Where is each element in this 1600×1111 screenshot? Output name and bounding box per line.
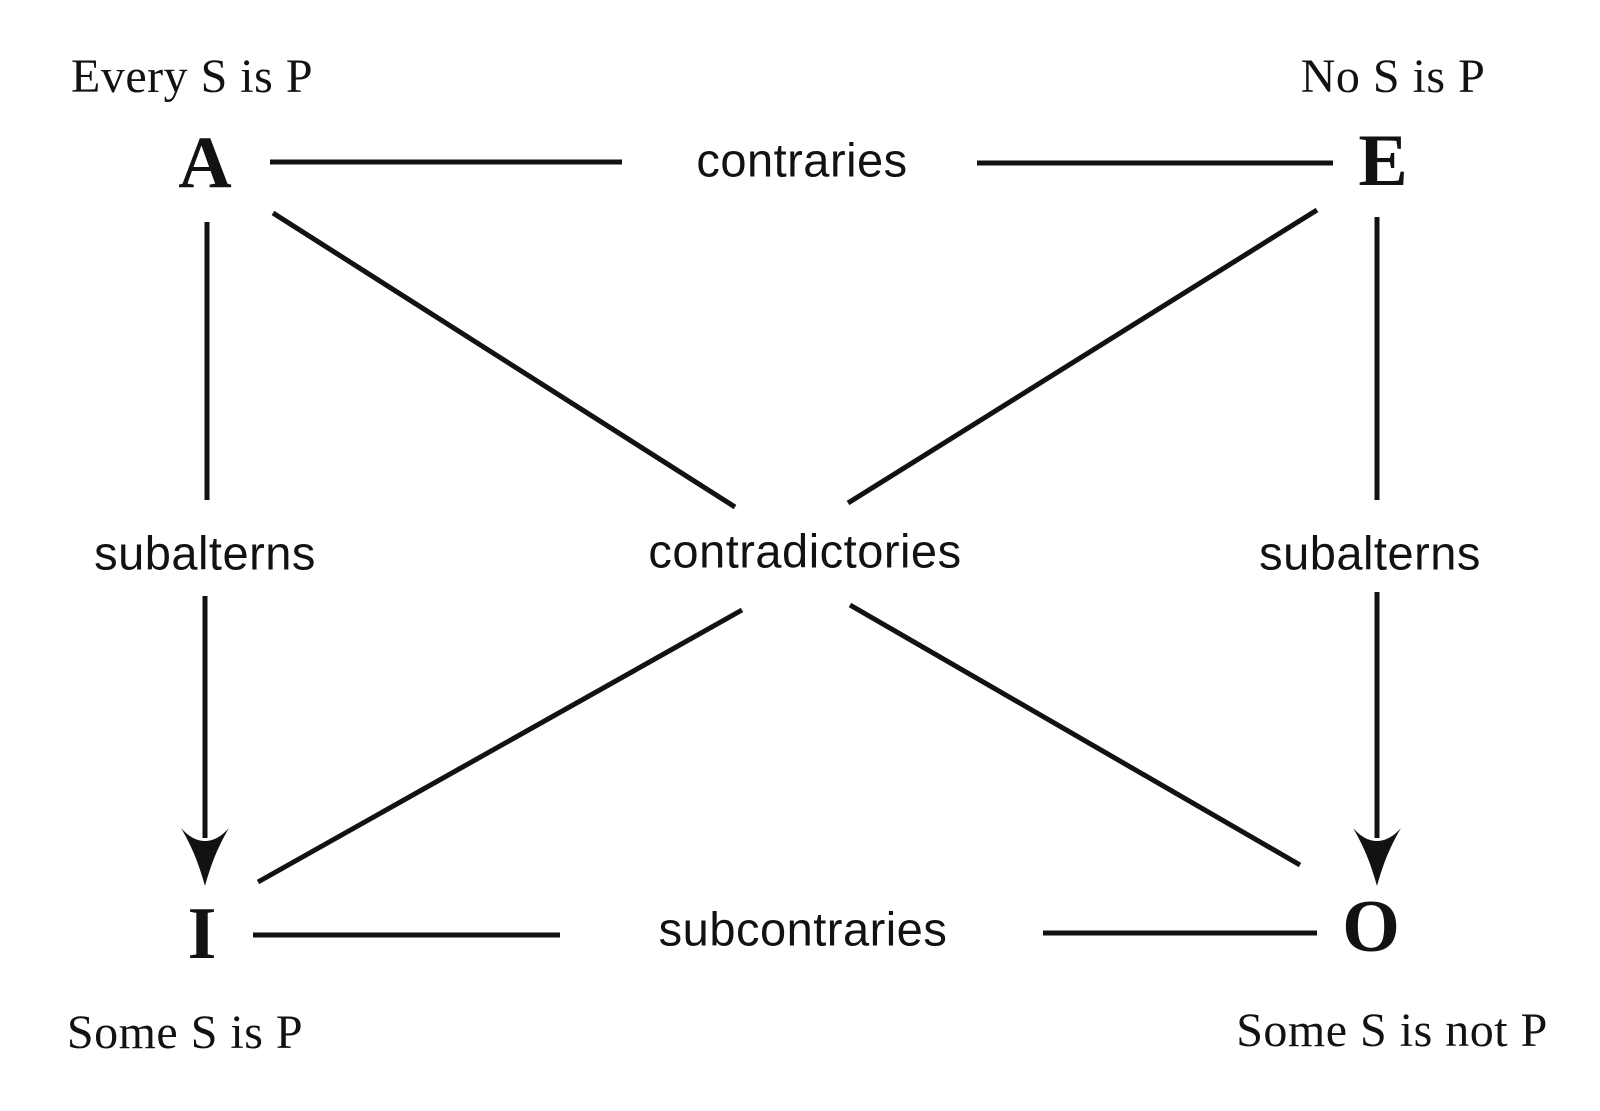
relation-label-subcontraries: subcontraries [658,902,948,956]
relation-label-subalterns-left: subalterns [94,526,316,580]
statement-i: Some S is P [66,1006,304,1059]
statement-a: Every S is P [70,50,314,103]
relation-label-contradictories: contradictories [648,524,962,578]
down-arrowhead-right-icon [1353,828,1401,886]
node-letter-o: O [1342,886,1400,968]
relation-label-contraries: contraries [696,133,908,187]
diagonal-e-to-center [846,207,1319,506]
relation-label-subalterns-right: subalterns [1259,526,1481,580]
node-letter-a: A [178,122,232,204]
diagonal-center-to-i [256,607,744,885]
statement-e: No S is P [1300,50,1486,103]
node-letter-i: I [187,893,217,975]
node-letter-e: E [1358,120,1408,202]
down-arrowhead-left-icon [181,828,229,886]
diagonal-a-to-center [271,210,737,510]
diagonal-center-to-o [848,602,1302,868]
statement-o: Some S is not P [1236,1004,1548,1057]
